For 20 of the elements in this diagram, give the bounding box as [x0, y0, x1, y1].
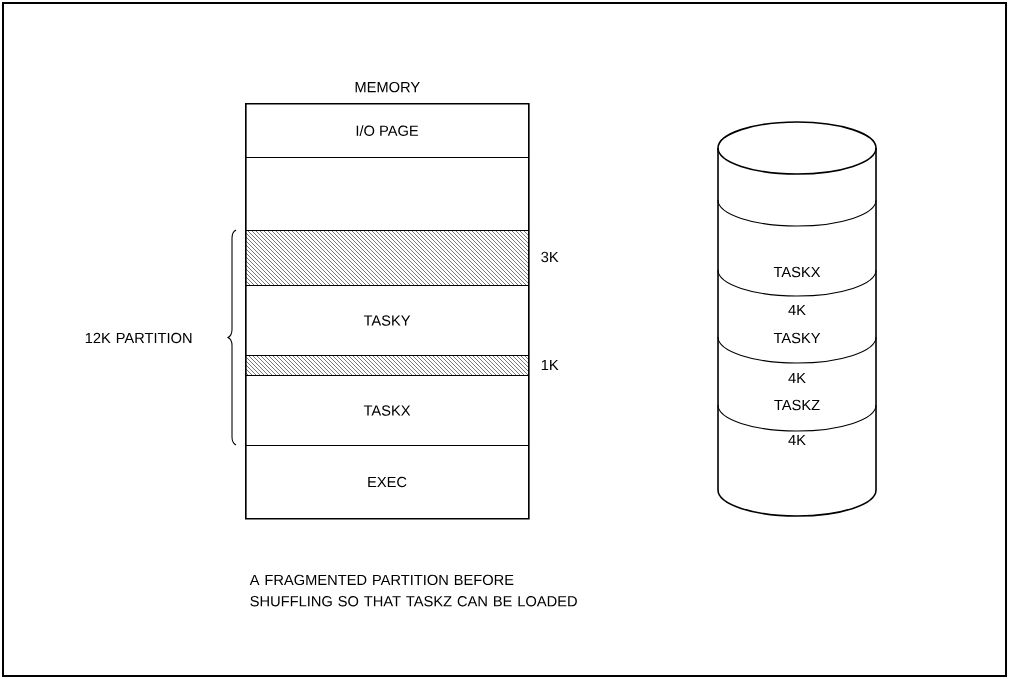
size-label: 3K: [541, 251, 559, 263]
empty-region: [245, 157, 530, 232]
memory-region: TASKX: [245, 375, 530, 447]
caption: A FRAGMENTED PARTITION BEFORE SHUFFLING SO THAT TASKZ CAN BE LOADED: [249, 574, 577, 607]
segment-label: 4K: [788, 372, 806, 384]
memory-region: EXEC: [245, 445, 530, 520]
segment-label: TASKZ: [774, 399, 820, 411]
memory-region: TASKY: [245, 285, 530, 357]
hatched-region: [245, 230, 530, 287]
partition-label: 12K PARTITION: [85, 332, 192, 344]
segment-label: 4K: [788, 434, 806, 446]
memory-column: [245, 81, 530, 520]
hatched-region: [245, 355, 530, 377]
segment-label: TASKY: [773, 332, 821, 344]
memory-region: I/O PAGE: [245, 103, 530, 159]
segment-label: TASKX: [773, 266, 821, 278]
size-label: 1K: [541, 359, 559, 371]
column-heading: MEMORY: [355, 81, 420, 93]
segment-label: 4K: [788, 304, 806, 316]
disk-cylinder: [717, 121, 877, 517]
